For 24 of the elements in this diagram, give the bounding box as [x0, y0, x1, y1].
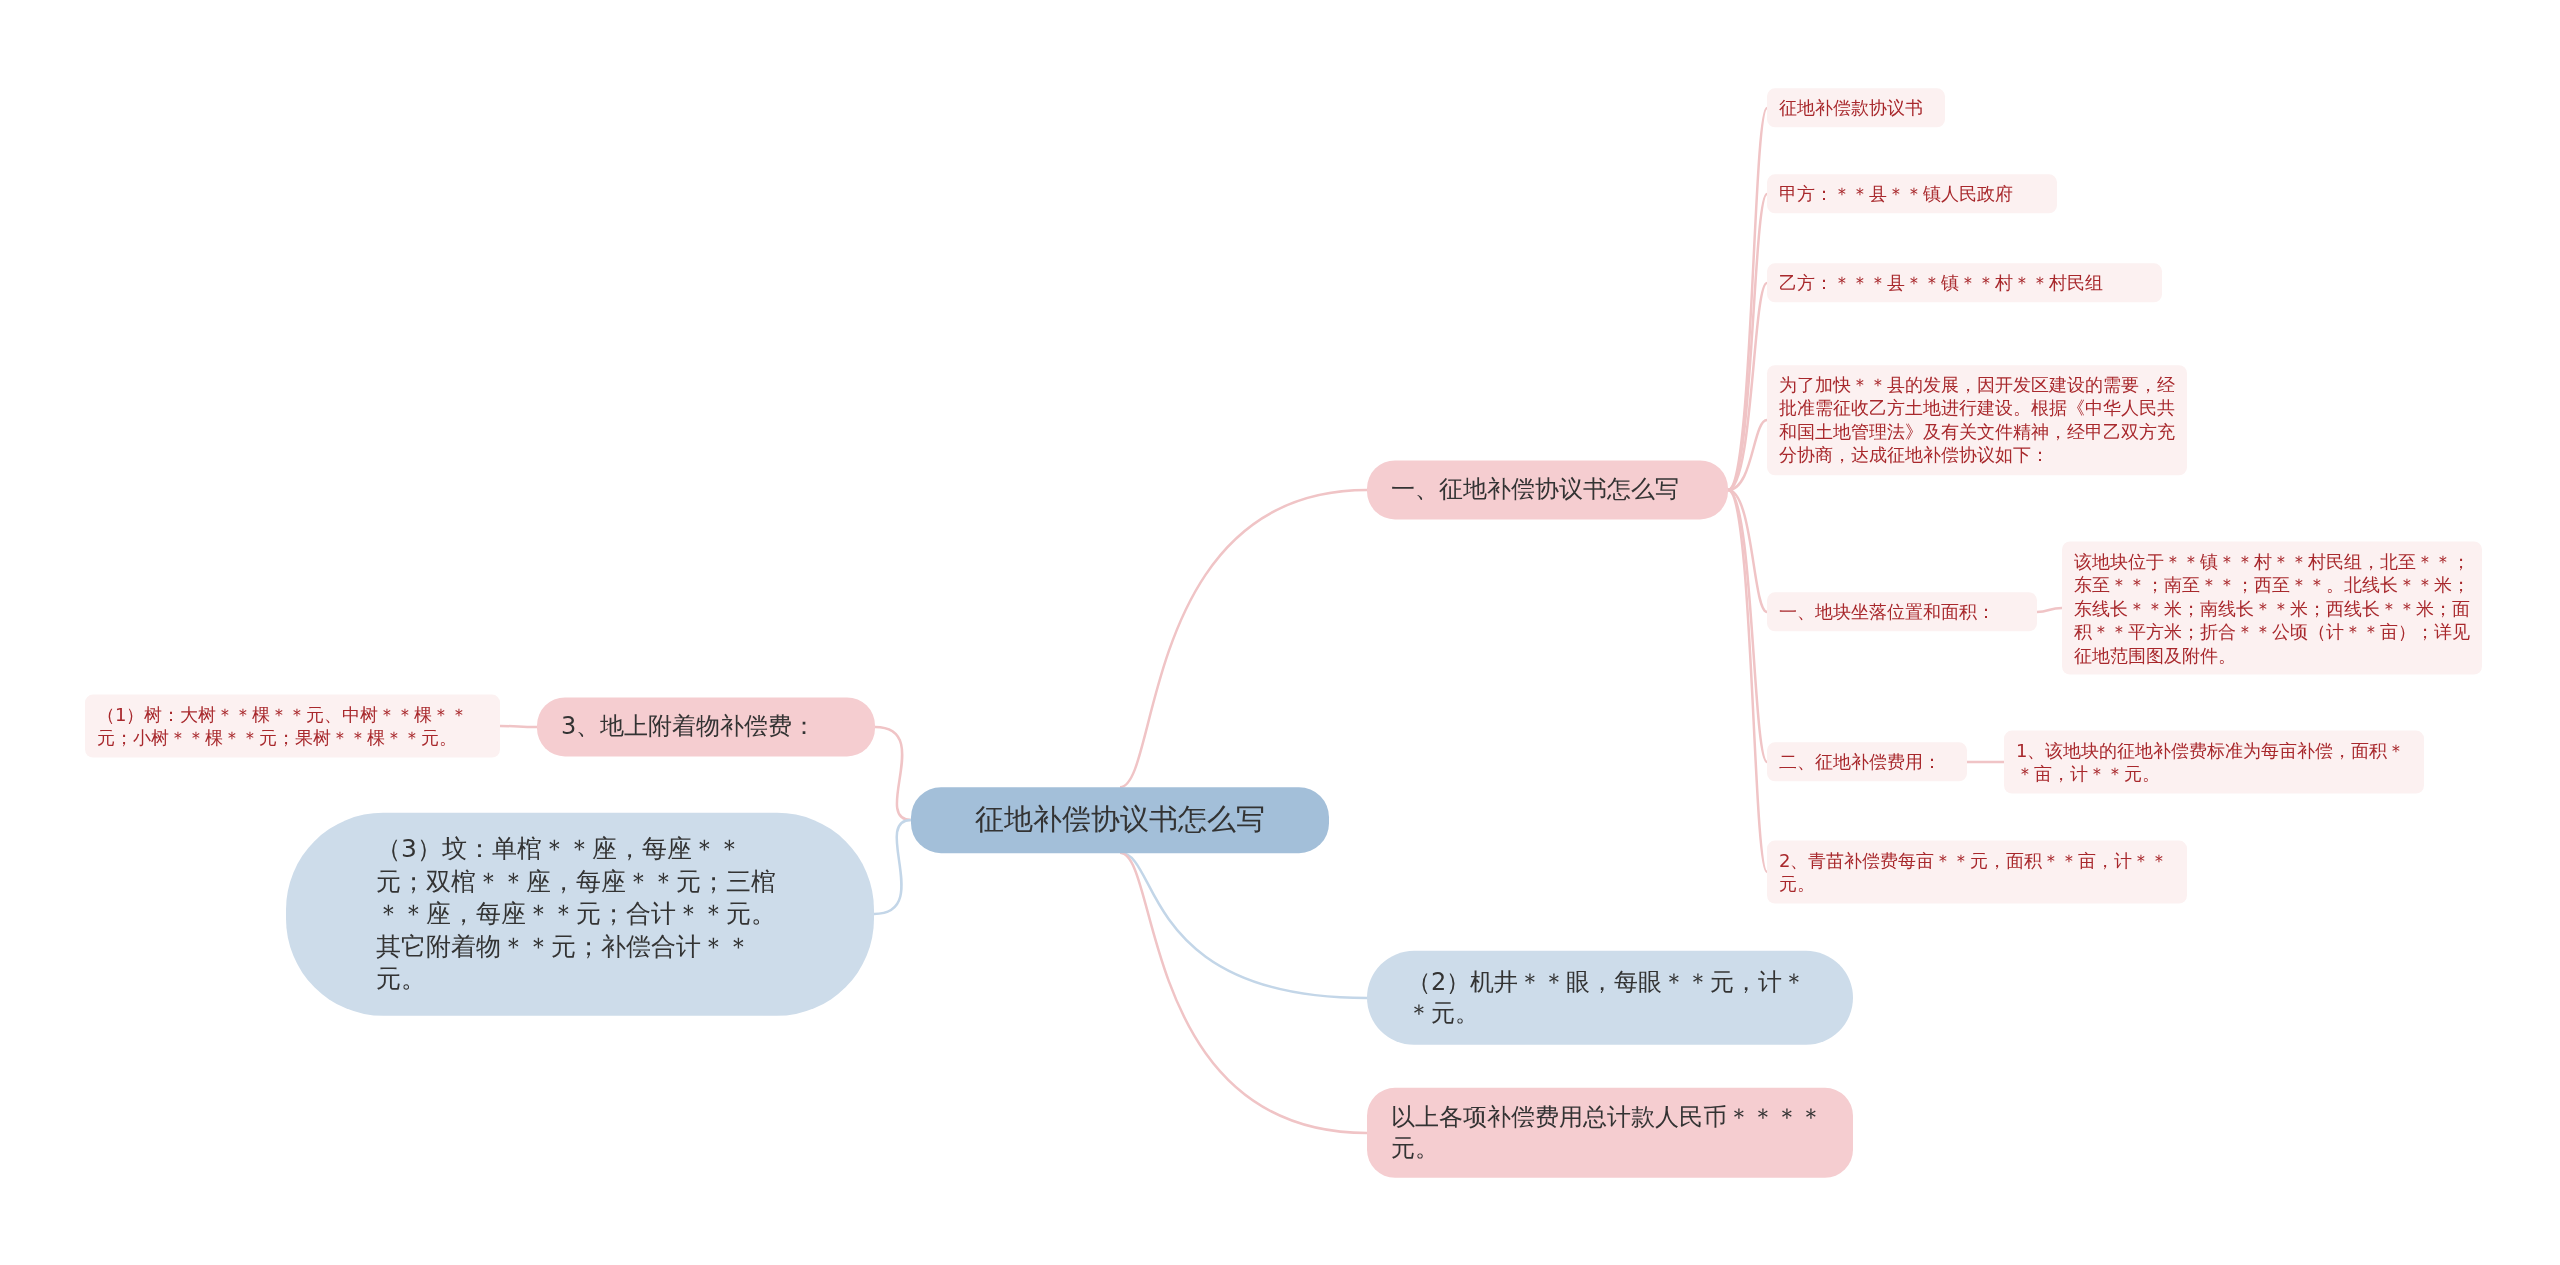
connector-line [873, 818, 912, 916]
topic-box: 3、地上附着物补偿费： [537, 697, 875, 757]
subtopic-box: 征地补偿款协议书 [1767, 88, 1945, 128]
connector-line [2036, 606, 2063, 614]
subtopic-box: 乙方：＊＊＊县＊＊镇＊＊村＊＊村民组 [1767, 263, 2162, 303]
subtopic-box: 二、征地补偿费用： [1767, 742, 1967, 782]
connector-line [874, 725, 912, 822]
connector-line [1119, 851, 1368, 1135]
topic-box: 以上各项补偿费用总计款人民币＊＊＊＊元。 [1367, 1087, 1853, 1179]
subtopic-box: 1、该地块的征地补偿费标准为每亩补偿，面积＊＊亩，计＊＊元。 [2004, 730, 2424, 794]
topic-box: （3）坟：单棺＊＊座，每座＊＊元；双棺＊＊座，每座＊＊元；三棺＊＊座，每座＊＊元；合计＊＊元。其它附着物＊＊元；补偿合计＊＊元。 [286, 812, 874, 1016]
subtopic-box: （1）树：大树＊＊棵＊＊元、中树＊＊棵＊＊元；小树＊＊棵＊＊元；果树＊＊棵＊＊元。 [85, 694, 500, 758]
subtopic-box: 甲方：＊＊县＊＊镇人民政府 [1767, 174, 2057, 214]
subtopic-box: 为了加快＊＊县的发展，因开发区建设的需要，经批准需征收乙方土地进行建设。根据《中华人民共和国土地管理法》及有关文件精神，经甲乙双方充分协商，达成征地补偿协议如下： [1767, 365, 2187, 475]
subtopic-box: 一、地块坐落位置和面积： [1767, 592, 2037, 632]
central-topic: 征地补偿协议书怎么写 [911, 787, 1329, 853]
topic-box: 一、征地补偿协议书怎么写 [1367, 460, 1728, 520]
connector-line [500, 724, 537, 729]
subtopic-box: 2、青苗补偿费每亩＊＊元，面积＊＊亩，计＊＊元。 [1767, 840, 2187, 904]
subtopic-box: 该地块位于＊＊镇＊＊村＊＊村民组，北至＊＊；东至＊＊；南至＊＊；西至＊＊。北线长＊＊米；东线长＊＊米；南线长＊＊米；西线长＊＊米；面积＊＊平方米；折合＊＊公顷（计＊＊亩）；详见征地范围图及附件。 [2062, 541, 2482, 675]
connector-line [1967, 760, 2004, 764]
connector-line [1727, 489, 1769, 873]
connector-line [1119, 488, 1368, 789]
topic-box: （2）机井＊＊眼，每眼＊＊元，计＊＊元。 [1367, 950, 1853, 1046]
